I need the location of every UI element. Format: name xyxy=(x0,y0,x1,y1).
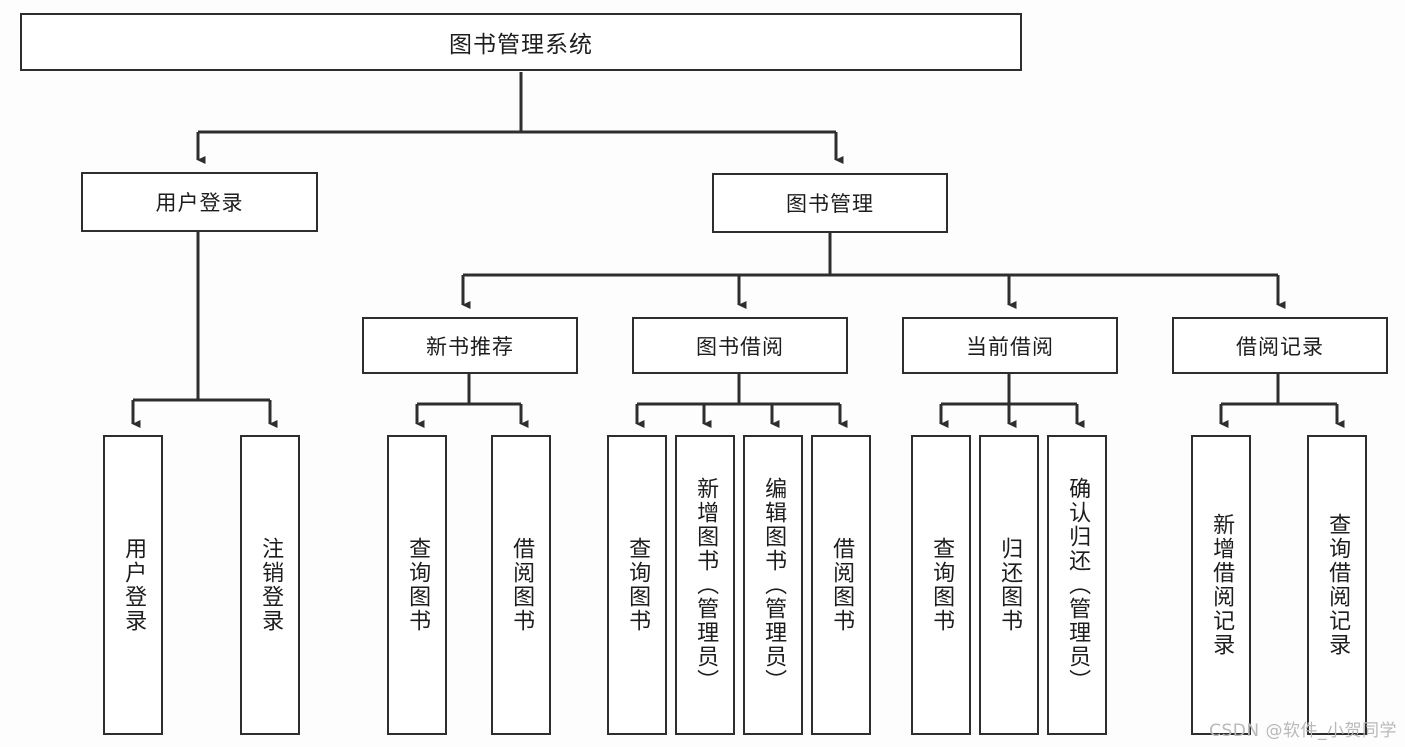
node-leaf-query-book-2[interactable]: 查询图书 xyxy=(607,435,667,735)
node-leaf-query-book-1[interactable]: 查询图书 xyxy=(387,435,447,735)
node-label: 查询借阅记录 xyxy=(1325,513,1351,657)
node-label: 归还图书 xyxy=(997,537,1023,633)
node-borrow-record[interactable]: 借阅记录 xyxy=(1172,317,1388,374)
node-label: 新书推荐 xyxy=(426,334,514,359)
node-label: 确认归还（管理员） xyxy=(1065,477,1091,693)
node-leaf-borrow-book-1[interactable]: 借阅图书 xyxy=(491,435,551,735)
node-label: 用户登录 xyxy=(155,191,244,215)
node-label: 注销登录 xyxy=(258,537,284,633)
node-leaf-return-book[interactable]: 归还图书 xyxy=(979,435,1039,735)
node-book-management[interactable]: 图书管理 xyxy=(712,173,948,233)
node-leaf-add-book[interactable]: 新增图书（管理员） xyxy=(675,435,735,735)
node-leaf-logout-login[interactable]: 注销登录 xyxy=(240,435,300,735)
node-current-borrow[interactable]: 当前借阅 xyxy=(902,317,1118,374)
node-label: 图书借阅 xyxy=(696,334,784,359)
node-label: 新增图书（管理员） xyxy=(693,477,719,693)
node-leaf-confirm-return[interactable]: 确认归还（管理员） xyxy=(1047,435,1107,735)
node-leaf-edit-book[interactable]: 编辑图书（管理员） xyxy=(743,435,803,735)
node-label: 图书管理 xyxy=(786,192,874,216)
watermark-label: CSDN @软件_小贺同学 xyxy=(1209,721,1397,741)
node-label: 当前借阅 xyxy=(966,334,1054,359)
node-label: 查询图书 xyxy=(405,537,431,633)
node-root-book-management-system[interactable]: 图书管理系统 xyxy=(20,13,1022,71)
node-label: 编辑图书（管理员） xyxy=(761,477,787,693)
node-leaf-add-record[interactable]: 新增借阅记录 xyxy=(1191,435,1251,735)
node-leaf-borrow-book-2[interactable]: 借阅图书 xyxy=(811,435,871,735)
node-label: 新增借阅记录 xyxy=(1209,513,1235,657)
node-label: 查询图书 xyxy=(625,537,651,633)
node-label: 查询图书 xyxy=(929,537,955,633)
node-leaf-user-login[interactable]: 用户登录 xyxy=(103,435,163,735)
node-new-book-recommend[interactable]: 新书推荐 xyxy=(362,317,578,374)
node-leaf-query-book-3[interactable]: 查询图书 xyxy=(911,435,971,735)
node-label: 借阅图书 xyxy=(509,537,535,633)
node-leaf-query-record[interactable]: 查询借阅记录 xyxy=(1307,435,1367,735)
node-user-login[interactable]: 用户登录 xyxy=(81,172,318,232)
node-label: 借阅图书 xyxy=(829,537,855,633)
node-label: 借阅记录 xyxy=(1236,334,1324,359)
node-label: 图书管理系统 xyxy=(449,32,593,58)
node-label: 用户登录 xyxy=(121,537,147,633)
node-book-borrow[interactable]: 图书借阅 xyxy=(632,317,848,374)
